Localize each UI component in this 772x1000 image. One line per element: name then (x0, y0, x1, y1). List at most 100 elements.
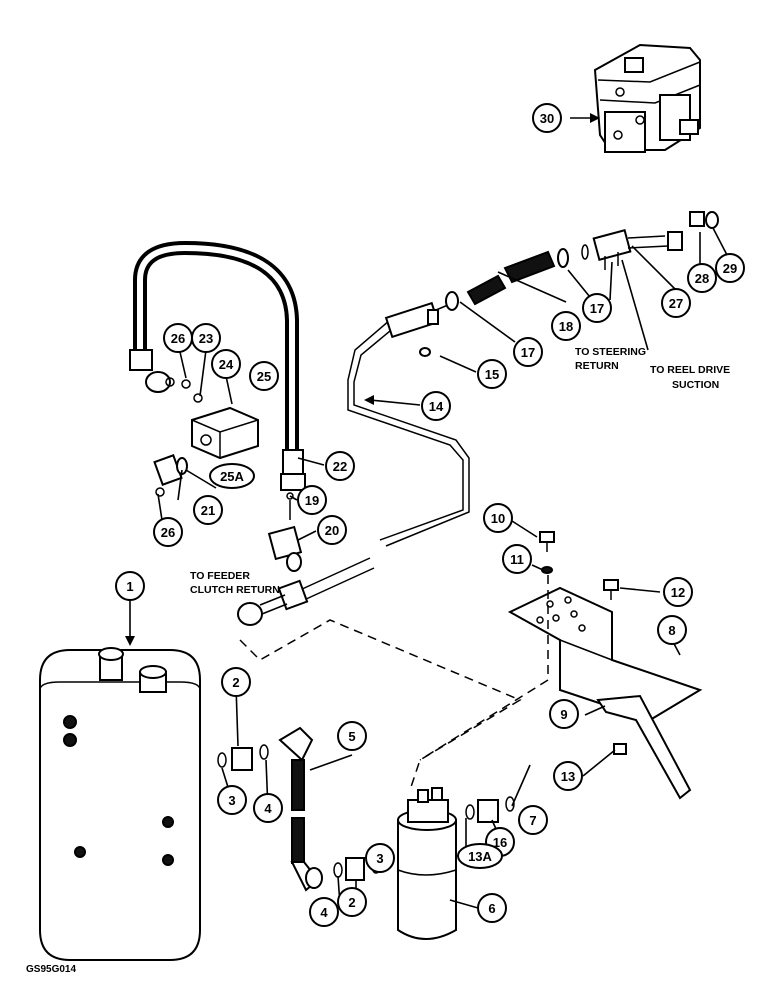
svg-text:17: 17 (521, 345, 535, 360)
svg-text:28: 28 (695, 271, 709, 286)
reservoir-tank-part (39, 647, 201, 961)
note-to-steering-line1: TO STEERING (575, 346, 646, 358)
callout-9: 10 (483, 503, 513, 533)
note-to-feeder-line2: CLUTCH RETURN (190, 584, 280, 596)
hose-18-part (466, 248, 569, 306)
svg-text:13: 13 (561, 769, 575, 784)
callout-21: 22 (325, 451, 355, 481)
svg-text:29: 29 (723, 261, 737, 276)
svg-text:26: 26 (161, 525, 175, 540)
svg-text:14: 14 (429, 399, 444, 414)
svg-text:9: 9 (560, 707, 567, 722)
svg-text:2: 2 (232, 675, 239, 690)
svg-text:12: 12 (671, 585, 685, 600)
callout-4a: 4 (253, 793, 283, 823)
filter-part (397, 787, 457, 940)
svg-text:18: 18 (559, 319, 573, 334)
callout-23: 24 (211, 349, 241, 379)
note-to-steering-line2: RETURN (575, 360, 619, 372)
callout-22: 23 (191, 323, 221, 353)
callout-28: 28 (687, 263, 717, 293)
svg-text:21: 21 (201, 503, 215, 518)
callout-5: 5 (337, 721, 367, 751)
callout-15: 14 (421, 391, 451, 421)
svg-text:23: 23 (199, 331, 213, 346)
svg-text:26: 26 (171, 331, 185, 346)
callout-2b: 2 (337, 887, 367, 917)
callout-27: 27 (661, 288, 691, 318)
callout-4b: 4 (309, 897, 339, 927)
callout-10: 11 (502, 544, 532, 574)
hose-21-part (129, 240, 306, 491)
return-tube-part (347, 291, 470, 547)
callout-29: 29 (715, 253, 745, 283)
svg-text:30: 30 (540, 111, 554, 126)
callout-16: 15 (477, 359, 507, 389)
svg-text:16: 16 (493, 835, 507, 850)
svg-text:17: 17 (590, 301, 604, 316)
callout-25: 21 (193, 495, 223, 525)
fitting-set-bottom-part (333, 857, 381, 881)
svg-text:20: 20 (325, 523, 339, 538)
svg-text:10: 10 (491, 511, 505, 526)
notes: TO STEERING RETURN TO REEL DRIVE SUCTION… (26, 346, 730, 975)
bracket-part (507, 586, 703, 722)
callout-1: 1 (115, 571, 145, 601)
svg-text:25: 25 (257, 369, 271, 384)
callout-30: 30 (532, 103, 562, 133)
hose-5-part (278, 726, 323, 892)
callout-18: 18 (551, 311, 581, 341)
callout-12: 13 (553, 761, 583, 791)
svg-text:6: 6 (488, 901, 495, 916)
callout-3b: 3 (365, 843, 395, 873)
callout-20: 20 (317, 515, 347, 545)
svg-text:3: 3 (376, 851, 383, 866)
svg-text:4: 4 (320, 905, 328, 920)
svg-text:19: 19 (305, 493, 319, 508)
svg-text:8: 8 (668, 623, 675, 638)
callout-14: 7 (518, 805, 548, 835)
svg-text:15: 15 (485, 367, 499, 382)
callout-19: 19 (297, 485, 327, 515)
small-fittings-part (419, 244, 589, 357)
callout-6: 6 (477, 893, 507, 923)
routing-dashed-lines (239, 575, 549, 791)
svg-text:11: 11 (510, 552, 524, 567)
manifold-block-part (153, 377, 259, 497)
callout-17b: 17 (582, 293, 612, 323)
svg-text:27: 27 (669, 296, 683, 311)
svg-text:25A: 25A (220, 469, 244, 484)
callout-8: 9 (549, 699, 579, 729)
svg-text:5: 5 (348, 729, 355, 744)
svg-text:7: 7 (529, 813, 536, 828)
callout-17a: 17 (513, 337, 543, 367)
tee-20-part (237, 492, 375, 626)
svg-text:13A: 13A (468, 849, 492, 864)
bolts-part (539, 531, 627, 755)
figure-code: GS95G014 (26, 964, 76, 975)
callout-13A: 13A (457, 843, 503, 869)
fitting-set-top-part (217, 744, 269, 771)
callout-25A: 25A (209, 463, 255, 489)
svg-text:3: 3 (228, 793, 235, 808)
callout-24: 25 (249, 361, 279, 391)
note-to-feeder-line1: TO FEEDER (190, 570, 250, 582)
note-to-reel-line1: TO REEL DRIVE (650, 364, 730, 376)
leader-lines (125, 113, 728, 909)
note-to-reel-line2: SUCTION (672, 379, 719, 391)
callout-2a: 2 (221, 667, 251, 697)
callout-26b: 26 (153, 517, 183, 547)
callout-7: 8 (657, 615, 687, 645)
svg-text:22: 22 (333, 459, 347, 474)
svg-text:2: 2 (348, 895, 355, 910)
svg-text:24: 24 (219, 357, 234, 372)
filter-bracket-part (596, 694, 692, 800)
valve-block-part (593, 43, 701, 153)
callout-26a: 26 (163, 323, 193, 353)
svg-text:4: 4 (264, 801, 272, 816)
filter-fittings-part (465, 796, 515, 823)
callout-3a: 3 (217, 785, 247, 815)
callout-11: 12 (663, 577, 693, 607)
svg-text:1: 1 (126, 579, 133, 594)
